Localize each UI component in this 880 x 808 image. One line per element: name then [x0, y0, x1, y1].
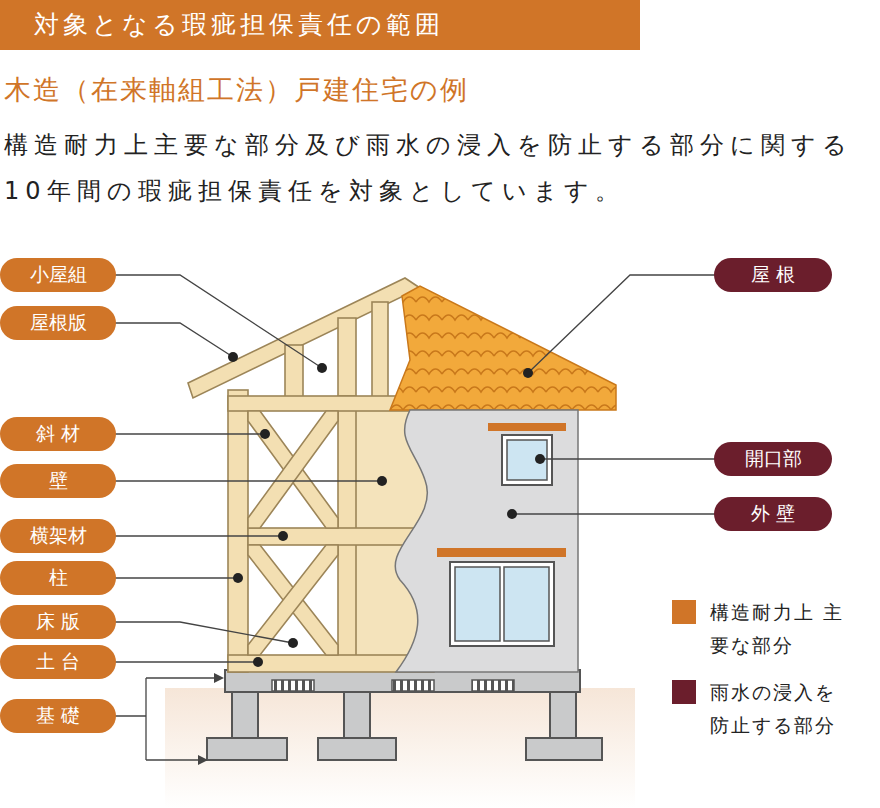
- part-name: 外 壁: [751, 501, 795, 527]
- vent: [272, 680, 514, 691]
- part-label: 小屋組: [0, 258, 116, 292]
- part-name: 屋根版: [30, 310, 87, 336]
- part-name: 開口部: [745, 446, 802, 472]
- part-label: 壁: [0, 464, 116, 498]
- part-name: 床 版: [36, 609, 80, 635]
- leader-line: [110, 275, 720, 760]
- part-label: 基 礎: [0, 699, 116, 733]
- body-text: 構造耐力上主要な部分及び雨水の浸入を防止する部分に関する10年間の瑕疵担保責任を…: [4, 122, 862, 214]
- part-label: 屋 根: [714, 258, 832, 292]
- part-name: 横架材: [30, 523, 87, 549]
- part-name: 土 台: [36, 649, 80, 675]
- title-text: 対象となる瑕疵担保責任の範囲: [0, 0, 640, 50]
- wood-frame: [188, 278, 434, 672]
- subtitle: 木造（在来軸組工法）戸建住宅の例: [4, 70, 864, 110]
- part-label: 外 壁: [714, 497, 832, 531]
- part-label: 屋根版: [0, 306, 116, 340]
- part-label: 横架材: [0, 519, 116, 553]
- legend-text: 構造耐力上 主要な部分: [710, 596, 846, 662]
- part-name: 斜 材: [36, 421, 80, 447]
- legend-text: 雨水の浸入を 防止する部分: [710, 676, 846, 742]
- legend-swatch: [672, 680, 696, 704]
- part-label: 床 版: [0, 605, 116, 639]
- callout-dot: [228, 352, 545, 667]
- part-name: 小屋組: [30, 262, 87, 288]
- arrow-head: [198, 673, 224, 765]
- foundation: [207, 670, 602, 760]
- part-label: 柱: [0, 561, 116, 595]
- part-label: 斜 材: [0, 417, 116, 451]
- part-name: 基 礎: [36, 703, 80, 729]
- part-name: 柱: [49, 565, 68, 591]
- ground: [165, 688, 635, 808]
- part-name: 屋 根: [751, 262, 795, 288]
- part-label: 土 台: [0, 645, 116, 679]
- part-name: 壁: [49, 468, 68, 494]
- title-bar: 対象となる瑕疵担保責任の範囲: [0, 0, 640, 50]
- roof: [390, 286, 616, 410]
- part-label: 開口部: [714, 442, 832, 476]
- legend-swatch: [672, 600, 696, 624]
- exterior-wall: [395, 410, 578, 672]
- window: [437, 423, 566, 646]
